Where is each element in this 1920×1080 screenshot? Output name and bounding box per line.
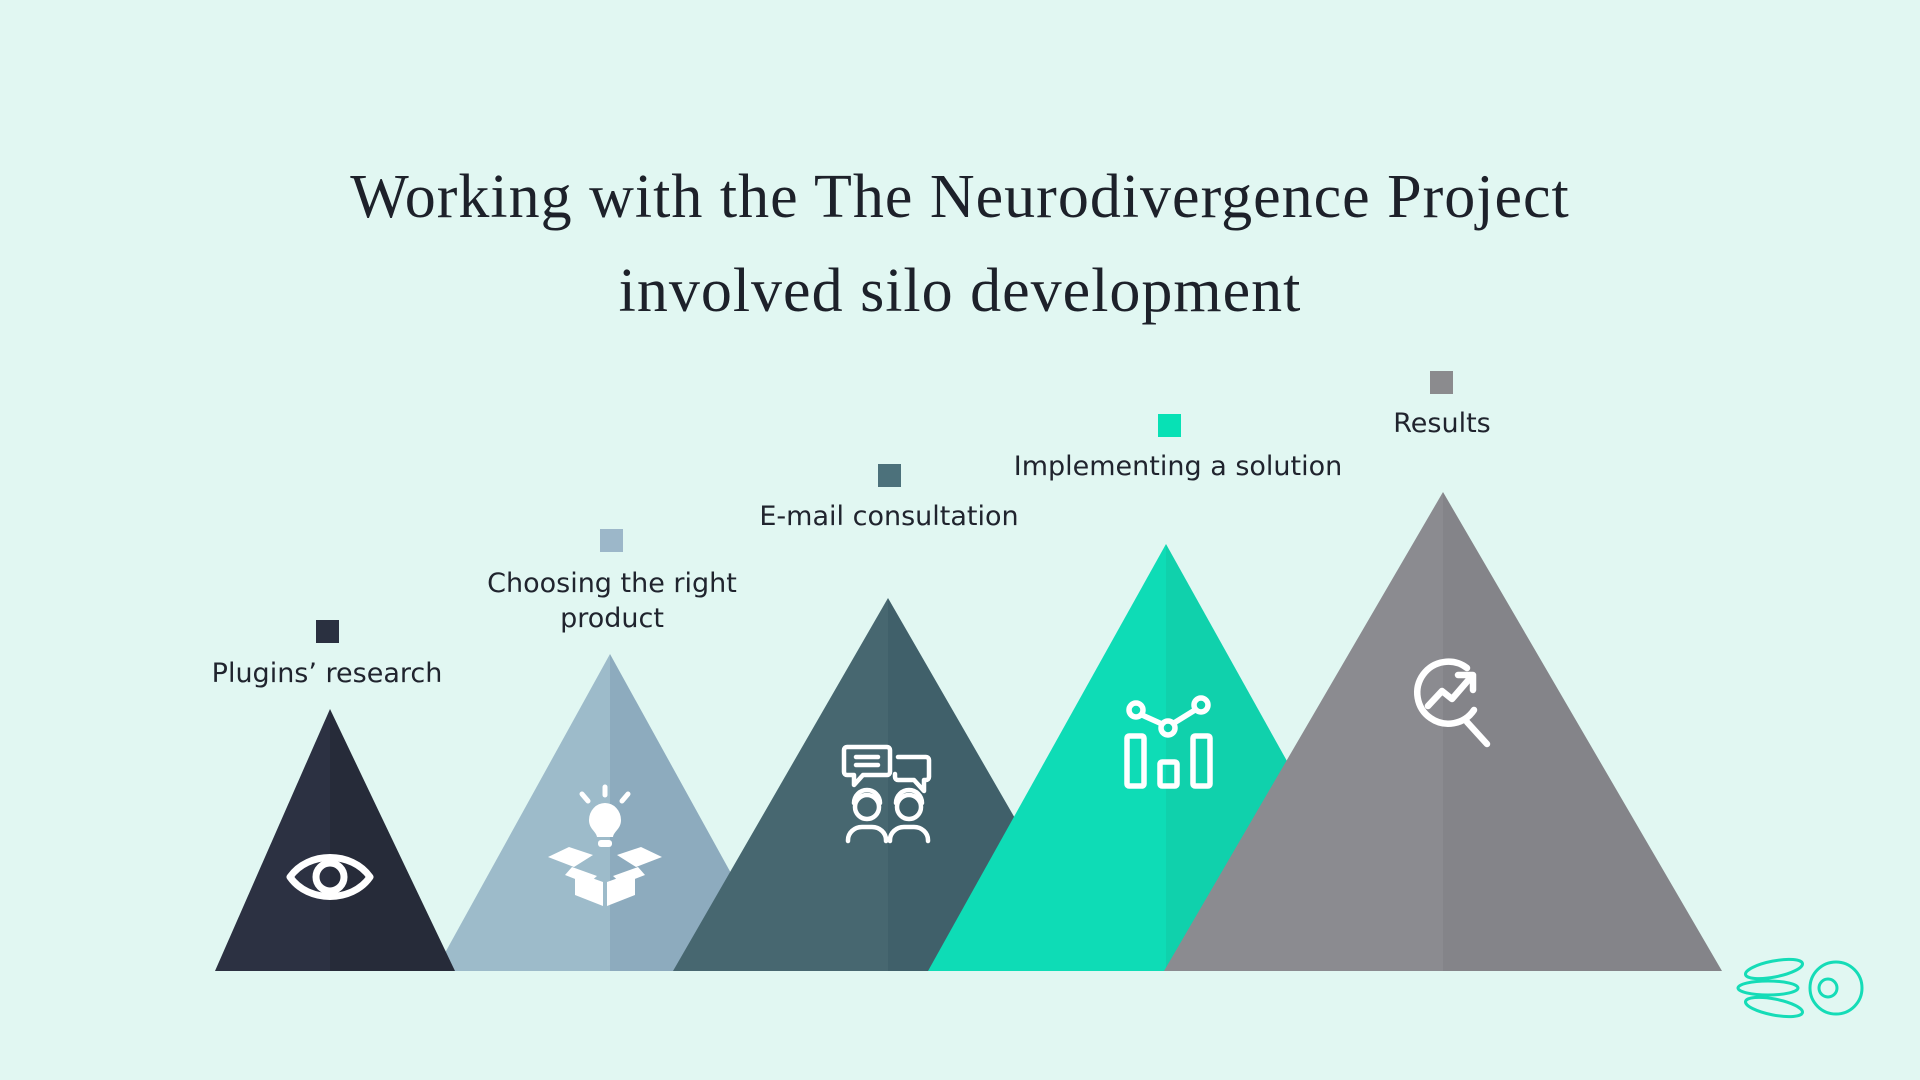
legend-square-email-consultation	[878, 464, 901, 487]
page-title-line-2: involved silo development	[618, 257, 1302, 325]
stage-label-text: Choosing the right	[487, 568, 737, 599]
stage-label-email-consultation: E-mail consultation	[759, 499, 1018, 534]
stage-label-results: Results	[1393, 406, 1491, 441]
legend-square-implementing-solution	[1158, 414, 1181, 437]
analytics-chart-icon	[1124, 695, 1213, 789]
mountain-left-face	[673, 598, 888, 971]
legend-square-results	[1430, 371, 1453, 394]
mountain-results	[1164, 492, 1722, 971]
mountain-plugins-research	[215, 709, 455, 971]
mountain-left-face	[435, 654, 610, 971]
stage-label-text: product	[560, 603, 664, 634]
mountain-left-face	[928, 544, 1166, 971]
squid-logo	[1736, 957, 1864, 1019]
page-title-line-1: Working with the The Neurodivergence Pro…	[350, 163, 1570, 231]
magnifier-growth-icon	[1414, 658, 1491, 748]
eye-icon	[286, 854, 374, 900]
stage-label-text: Plugins’ research	[211, 658, 443, 689]
page-title: Working with the The Neurodivergence Pro…	[0, 150, 1920, 338]
stage-label-plugins-research: Plugins’ research	[212, 656, 443, 691]
stage-label-choosing-product: Choosing the right product	[462, 566, 762, 636]
mountain-left-face	[1164, 492, 1443, 971]
legend-square-choosing-product	[600, 529, 623, 552]
chat-consultation-icon	[841, 744, 932, 844]
stage-label-text: Results	[1393, 408, 1491, 439]
mountain-right-face	[330, 709, 455, 971]
mountain-right-face	[1443, 492, 1722, 971]
stage-label-text: E-mail consultation	[759, 501, 1019, 532]
stage-label-implementing-solution: Implementing a solution	[1014, 449, 1343, 484]
legend-square-plugins-research	[316, 620, 339, 643]
stage-label-text: Implementing a solution	[1013, 451, 1343, 482]
mountain-left-face	[215, 709, 330, 971]
open-box-lightbulb-icon	[548, 784, 662, 906]
